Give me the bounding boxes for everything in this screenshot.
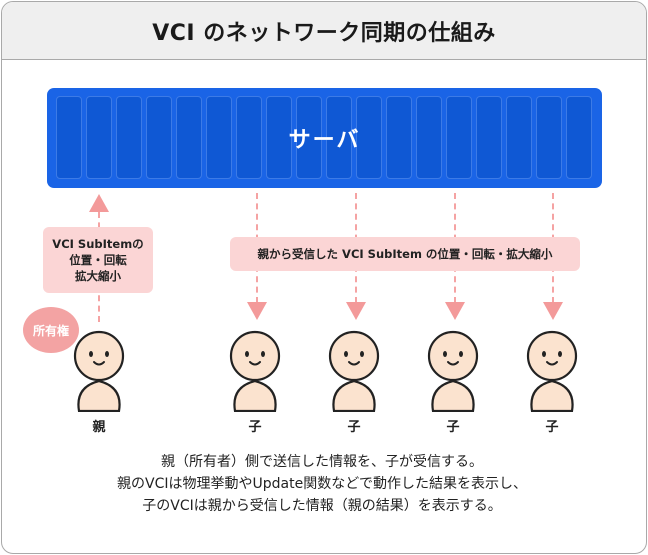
upload-info-line-2: 位置・回転 <box>69 253 127 267</box>
child-label: 子 <box>347 420 361 435</box>
caption: 親（所有者）側で送信した情報を、子が受信する。 親のVCIは物理挙動やUpdat… <box>0 451 644 517</box>
diagram-title: VCI のネットワーク同期の仕組み <box>152 20 496 46</box>
server-slot <box>356 96 382 179</box>
person-icon <box>73 330 125 412</box>
child-label: 子 <box>446 420 460 435</box>
server-slot <box>206 96 232 179</box>
server-slot <box>566 96 592 179</box>
server-slot <box>296 96 322 179</box>
person-icon <box>229 330 281 412</box>
upload-info-line-3: 拡大縮小 <box>75 269 121 283</box>
caption-line-3: 子のVCIは親から受信した情報（親の結果）を表示する。 <box>142 498 502 514</box>
person-icon <box>427 330 479 412</box>
ownership-badge-label: 所有権 <box>32 323 69 338</box>
server-slot <box>386 96 412 179</box>
server-slot <box>56 96 82 179</box>
server-slot <box>446 96 472 179</box>
child-figure <box>328 327 380 412</box>
server-slot <box>86 96 112 179</box>
server-slot <box>116 96 142 179</box>
download-arrow-head-1 <box>247 302 267 320</box>
child-figure <box>427 327 479 412</box>
upload-info-line-1: VCI SubItemの <box>52 237 144 251</box>
server-slot <box>236 96 262 179</box>
child-label: 子 <box>248 420 262 435</box>
server-block: サーバ <box>47 88 602 188</box>
server-slot <box>536 96 562 179</box>
server-slot <box>326 96 352 179</box>
server-slot <box>146 96 172 179</box>
broadcast-info-box: 親から受信した VCI SubItem の位置・回転・拡大縮小 <box>230 237 580 271</box>
broadcast-info-label: 親から受信した VCI SubItem の位置・回転・拡大縮小 <box>257 247 553 261</box>
server-slot <box>476 96 502 179</box>
child-figure <box>526 327 578 412</box>
upload-info-box: VCI SubItemの 位置・回転 拡大縮小 <box>43 227 153 293</box>
child-label: 子 <box>545 420 559 435</box>
caption-line-2: 親のVCIは物理挙動やUpdate関数などで動作した結果を表示し、 <box>117 476 527 492</box>
server-slot <box>176 96 202 179</box>
server-label: サーバ <box>288 128 361 153</box>
download-arrow-head-2 <box>346 302 366 320</box>
download-arrow-head-4 <box>543 302 563 320</box>
parent-figure <box>73 327 125 412</box>
server-slot <box>416 96 442 179</box>
person-icon <box>526 330 578 412</box>
person-icon <box>328 330 380 412</box>
header-bar: VCI のネットワーク同期の仕組み <box>2 2 646 60</box>
child-figure <box>229 327 281 412</box>
download-arrow-head-3 <box>445 302 465 320</box>
parent-label: 親 <box>92 420 106 435</box>
caption-line-1: 親（所有者）側で送信した情報を、子が受信する。 <box>161 454 483 470</box>
upload-arrow-head <box>89 194 109 212</box>
ownership-badge: 所有権 <box>23 307 79 353</box>
server-slot <box>266 96 292 179</box>
server-slot <box>506 96 532 179</box>
